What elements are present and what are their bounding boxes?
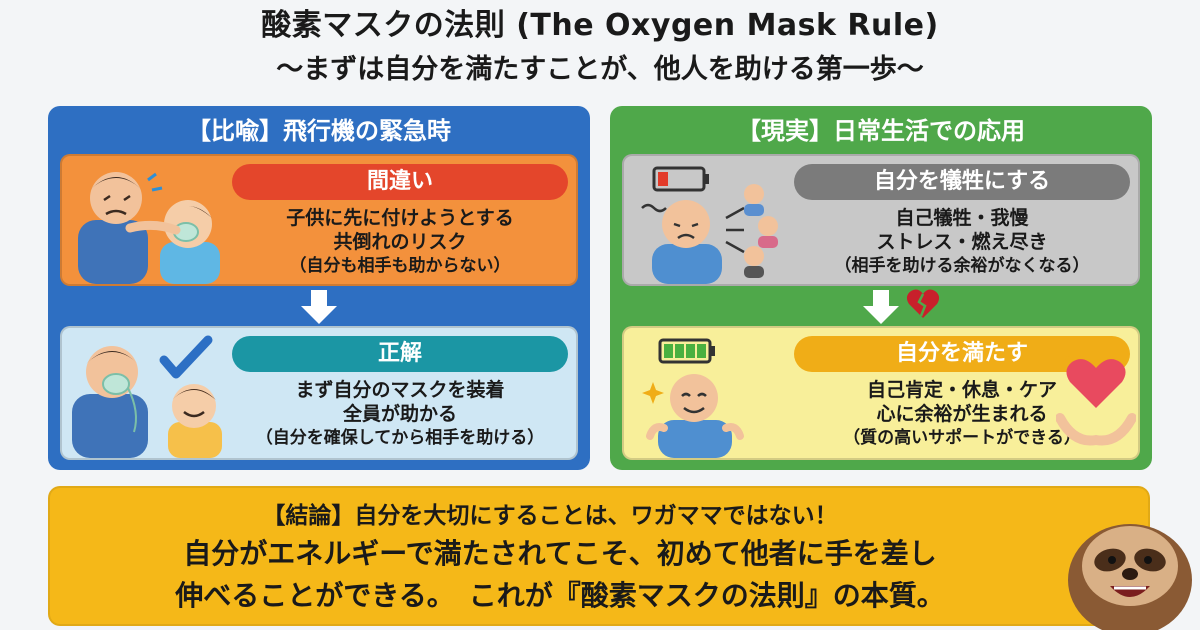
fulfill-label: 自分を満たす: [794, 336, 1130, 372]
correct-line-2: 全員が助かる: [342, 403, 457, 425]
wrong-line-2: 共倒れのリスク: [333, 231, 467, 253]
fulfill-line-2: 心に余裕が生まれる: [876, 403, 1048, 425]
correct-label: 正解: [232, 336, 568, 372]
correct-line-1: まず自分のマスクを装着: [295, 379, 505, 401]
metaphor-panel-title: 【比喩】飛行機の緊急時: [187, 117, 451, 145]
sloth-icon: [1068, 524, 1192, 630]
conclusion-heading: 【結論】自分を大切にすることは、ワガママではない！: [262, 503, 838, 529]
reality-panel-title: 【現実】日常生活での応用: [737, 117, 1025, 145]
correct-card: 正解 まず自分のマスクを装着 全員が助かる （自分を確保してから相手を助ける）: [60, 326, 578, 460]
page-subtitle: ～まずは自分を満たすことが、他人を助ける第一歩～: [276, 54, 924, 85]
down-arrow-icon: [301, 290, 337, 324]
metaphor-panel: 【比喩】飛行機の緊急時 間違い 子供に先に付けようとする 共倒れのリスク （自分…: [48, 106, 590, 470]
reality-panel: 【現実】日常生活での応用 自分を犠牲にする 自己犠牲・我慢 スト: [610, 106, 1152, 470]
parent-mask-icon: [72, 335, 222, 458]
wrong-label: 間違い: [232, 164, 568, 200]
checkmark-icon: [159, 335, 213, 379]
fulfill-card: 自分を満たす 自己肯定・休息・ケア 心に余裕が生まれる （質の高いサポートができ…: [622, 326, 1140, 460]
sacrifice-line-1: 自己犠牲・我慢: [895, 207, 1029, 229]
happy-child-icon: [168, 384, 222, 458]
wrong-line-3: （自分も相手も助からない）: [289, 256, 511, 276]
conclusion-box: 【結論】自分を大切にすることは、ワガママではない！ 自分がエネルギーで満たされて…: [48, 486, 1150, 626]
sacrifice-line-3: （相手を助ける余裕がなくなる）: [834, 256, 1090, 276]
correct-line-3: （自分を確保してから相手を助ける）: [255, 428, 545, 448]
heart-hands-icon: [1056, 348, 1136, 446]
full-battery-icon: [658, 338, 715, 364]
conclusion-line-3: 伸べることができる。 これが『酸素マスクの法則』の本質。: [175, 579, 945, 612]
correct-text: まず自分のマスクを装着 全員が助かる （自分を確保してから相手を助ける）: [232, 378, 568, 450]
fulfill-line-3: （質の高いサポートができる）: [843, 428, 1081, 448]
sacrifice-label: 自分を犠牲にする: [794, 164, 1130, 200]
conclusion-line-2: 自分がエネルギーで満たされてこそ、初めて他者に手を差し: [183, 537, 937, 570]
sad-person-icon: [641, 166, 778, 284]
people-icon: [725, 184, 778, 278]
header: 酸素マスクの法則 (The Oxygen Mask Rule) ～まずは自分を満…: [0, 6, 1200, 90]
wrong-card: 間違い 子供に先に付けようとする 共倒れのリスク （自分も相手も助からない）: [60, 154, 578, 286]
low-battery-icon: [652, 166, 709, 192]
fulfill-text: 自己肯定・休息・ケア 心に余裕が生まれる （質の高いサポートができる）: [794, 378, 1130, 450]
happy-person-icon: [642, 338, 744, 458]
child-mask-icon: [160, 200, 220, 284]
wrong-text: 子供に先に付けようとする 共倒れのリスク （自分も相手も助からない）: [232, 206, 568, 278]
sacrifice-text: 自己犠牲・我慢 ストレス・燃え尽き （相手を助ける余裕がなくなる）: [794, 206, 1130, 278]
worried-parent-icon: [78, 172, 220, 284]
wrong-line-1: 子供に先に付けようとする: [286, 207, 514, 229]
sacrifice-card: 自分を犠牲にする 自己犠牲・我慢 ストレス・燃え尽き （相手を助ける余裕がなくな…: [622, 154, 1140, 286]
fulfill-line-1: 自己肯定・休息・ケア: [866, 379, 1057, 401]
page-title: 酸素マスクの法則 (The Oxygen Mask Rule): [261, 8, 939, 43]
down-arrow-icon: [863, 290, 899, 324]
sacrifice-line-2: ストレス・燃え尽き: [876, 231, 1048, 253]
broken-heart-icon: [906, 289, 940, 318]
